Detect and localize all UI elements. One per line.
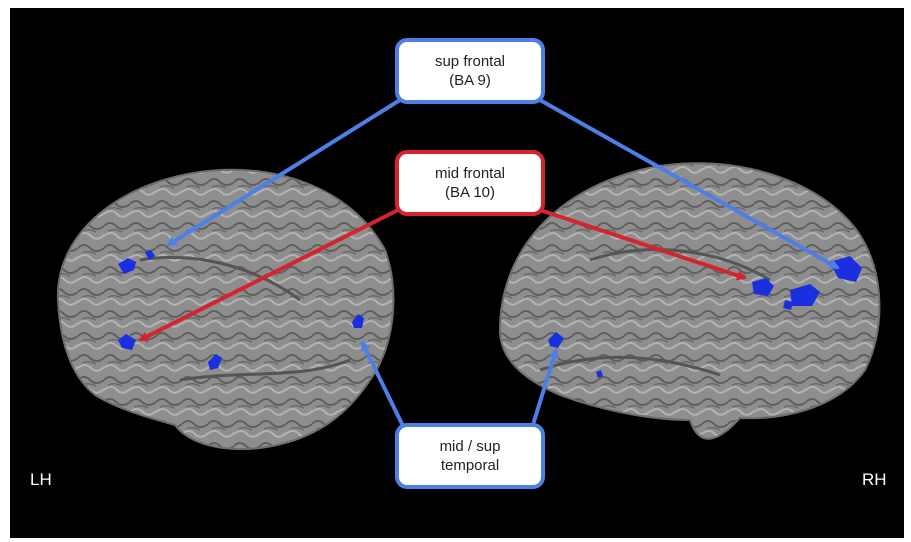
left-hemisphere	[58, 170, 394, 449]
right-hemisphere-label: RH	[862, 470, 887, 490]
label-mid-frontal: mid frontal (BA 10)	[395, 150, 545, 216]
left-hemisphere-label: LH	[30, 470, 52, 490]
right-brain-surface	[500, 163, 879, 439]
left-brain-surface	[58, 170, 394, 449]
label-sup-frontal-line1: sup frontal	[435, 52, 505, 71]
label-temporal-line2: temporal	[440, 456, 501, 475]
label-sup-frontal-line2: (BA 9)	[435, 71, 505, 90]
label-mid-frontal-line2: (BA 10)	[435, 183, 505, 202]
label-mid-sup-temporal: mid / sup temporal	[395, 423, 545, 489]
label-temporal-line1: mid / sup	[440, 437, 501, 456]
label-mid-frontal-line1: mid frontal	[435, 164, 505, 183]
label-sup-frontal: sup frontal (BA 9)	[395, 38, 545, 104]
right-hemisphere	[500, 163, 879, 439]
